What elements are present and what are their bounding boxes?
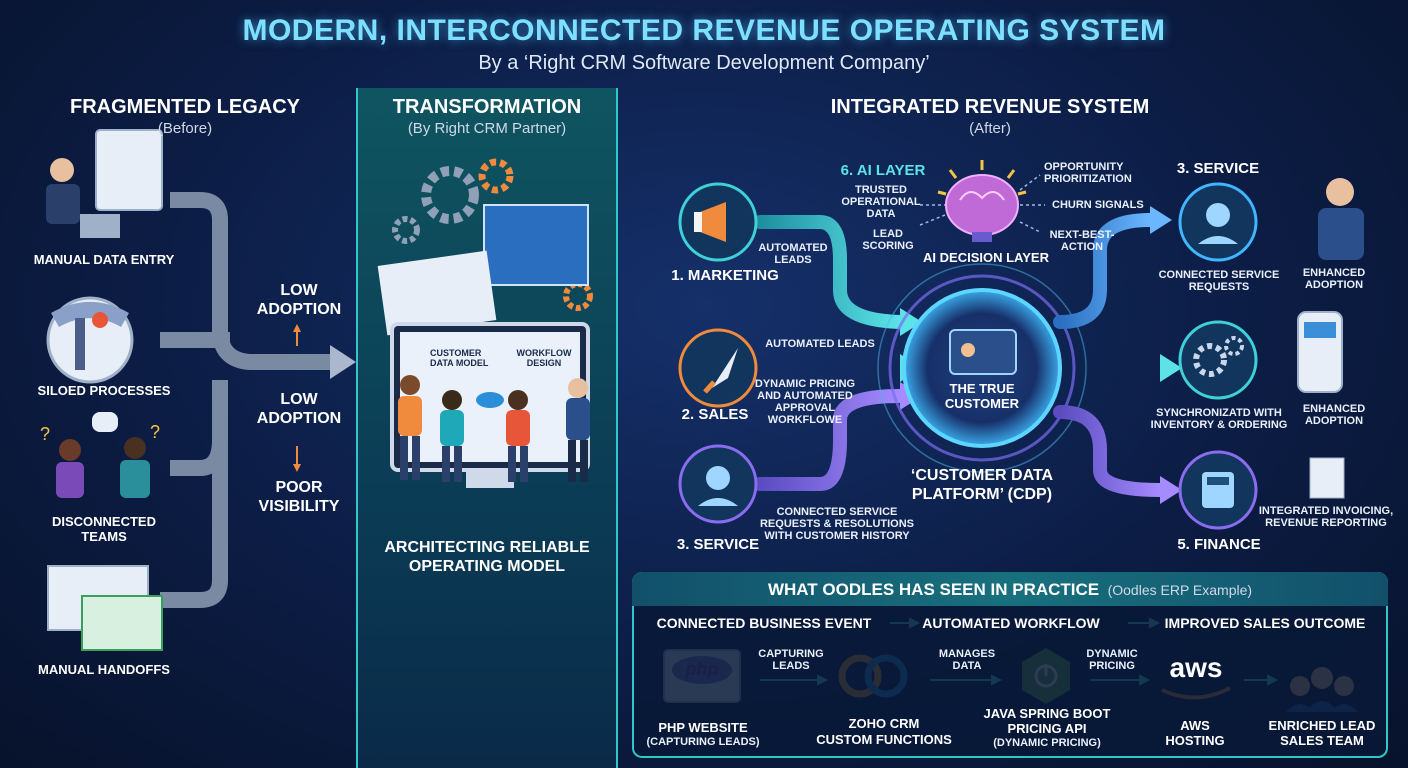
clipboard-icon xyxy=(95,129,163,211)
step-sub: (DYNAMIC PRICING) xyxy=(993,737,1101,749)
rocket-icon xyxy=(712,348,738,388)
gear-icon xyxy=(421,166,479,224)
transformation-subtitle: (By Right CRM Partner) xyxy=(407,120,567,137)
step-sub: HOSTING xyxy=(1165,733,1225,748)
invoice-icon xyxy=(1309,457,1345,499)
legacy-item: MANUAL DATA ENTRY xyxy=(33,252,175,267)
step-label: JAVA SPRING BOOT xyxy=(983,706,1111,721)
sales-circle xyxy=(678,328,758,408)
transformation-caption: ARCHITECTING RELIABLE OPERATING MODEL xyxy=(384,539,590,575)
cdp-label: ‘CUSTOMER DATA PLATFORM’ (CDP) xyxy=(910,467,1054,503)
integrated-subtitle: (After) xyxy=(969,120,1011,137)
input-label-service: 3. SERVICE xyxy=(676,536,760,553)
oodles-title-suffix: (Oodles ERP Example) xyxy=(1107,582,1253,598)
outcome-low-adoption: LOW ADOPTION xyxy=(256,391,342,427)
screen-label: WORKFLOW DESIGN xyxy=(516,348,572,368)
stage-label: IMPROVED SALES OUTCOME xyxy=(1164,615,1366,631)
output-label-finance: 5. FINANCE xyxy=(1177,536,1261,553)
legacy-pipes xyxy=(160,192,330,608)
gear-icon xyxy=(1193,343,1227,377)
team-figures xyxy=(398,375,590,482)
ai-output-label: CHURN SIGNALS xyxy=(1052,199,1144,211)
input-label-sales: 2. SALES xyxy=(681,406,749,423)
ai-layer-label: 6. AI LAYER xyxy=(840,162,926,179)
oodles-title-text: WHAT OODLES HAS SEEN IN PRACTICE xyxy=(767,580,1100,599)
step-sub: CUSTOM FUNCTIONS xyxy=(816,732,952,747)
output-flow: CONNECTED SERVICE REQUESTS xyxy=(1158,269,1280,293)
output-people xyxy=(1297,178,1364,499)
page-title: MODERN, INTERCONNECTED REVENUE OPERATING… xyxy=(242,14,1166,47)
connector-label: CAPTURING LEADS xyxy=(758,648,824,672)
oodles-header xyxy=(632,572,1388,606)
output-label-service: 3. SERVICE xyxy=(1176,160,1260,177)
megaphone-icon xyxy=(700,202,726,242)
connector-label: DYNAMIC PRICING xyxy=(1086,648,1138,672)
svg-text:?: ? xyxy=(150,422,160,442)
screen-label: CUSTOMER DATA MODEL xyxy=(430,348,489,368)
ai-input-label: TRUSTED OPERATIONAL DATA xyxy=(841,184,921,220)
transformation-title: TRANSFORMATION xyxy=(392,96,582,118)
outcome-low-adoption: LOW ADOPTION xyxy=(256,282,342,318)
step-label: PHP WEBSITE xyxy=(658,720,748,735)
aws-logo: aws xyxy=(1169,652,1223,683)
step-sub: PRICING API xyxy=(1007,721,1087,736)
flow-label: CONNECTED SERVICE REQUESTS & RESOLUTIONS… xyxy=(759,506,915,542)
connector-label: MANAGES DATA xyxy=(938,648,996,672)
legacy-title: FRAGMENTED LEGACY xyxy=(70,96,300,118)
ai-output-label: OPPORTUNITY PRIORITIZATION xyxy=(1044,161,1132,185)
legacy-item: SILOED PROCESSES xyxy=(37,383,171,398)
output-flow: SYNCHRONIZATD WITH INVENTORY & ORDERING xyxy=(1150,407,1288,431)
legacy-subtitle: (Before) xyxy=(157,120,213,137)
step-sub: SALES TEAM xyxy=(1280,733,1364,748)
input-label-marketing: 1. MARKETING xyxy=(671,267,779,284)
php-logo: php xyxy=(685,659,719,679)
flow-label: AUTOMATED LEADS xyxy=(758,242,828,266)
outcome-poor-visibility: POOR VISIBILITY xyxy=(258,479,340,515)
stage-label: CONNECTED BUSINESS EVENT xyxy=(656,615,872,631)
ai-input-label: LEAD SCORING xyxy=(862,228,914,252)
svg-text:?: ? xyxy=(40,424,50,444)
legacy-icons: ? ? xyxy=(40,129,163,651)
flow-label: DYNAMIC PRICING AND AUTOMATED APPROVAL W… xyxy=(754,378,856,426)
hub-label: THE TRUE CUSTOMER xyxy=(944,381,1020,411)
flow-label: AUTOMATED LEADS xyxy=(765,338,875,350)
step-label: ENRICHED LEAD xyxy=(1268,718,1376,733)
oodles-title: WHAT OODLES HAS SEEN IN PRACTICE (Oodles… xyxy=(632,580,1388,600)
step-sub: (CAPTURING LEADS) xyxy=(646,736,760,748)
ai-output-label: NEXT-BEST-ACTION xyxy=(1049,229,1115,253)
headset-icon xyxy=(706,466,730,490)
output-result: INTEGRATED INVOICING, REVENUE REPORTING xyxy=(1258,505,1394,529)
ai-brain-icon xyxy=(937,160,1027,242)
integrated-title: INTEGRATED REVENUE SYSTEM xyxy=(830,96,1150,118)
legacy-item: DISCONNECTED TEAMS xyxy=(51,514,156,544)
legacy-arrowhead xyxy=(330,345,356,379)
input-flows xyxy=(753,215,907,491)
ai-decision-layer: AI DECISION LAYER xyxy=(923,250,1049,265)
stage-label: AUTOMATED WORKFLOW xyxy=(922,615,1100,631)
step-label: ZOHO CRM xyxy=(848,716,920,731)
output-flows xyxy=(1053,213,1167,497)
legacy-item: MANUAL HANDOFFS xyxy=(38,662,170,677)
step-label: AWS xyxy=(1180,718,1210,733)
output-result: ENHANCED ADOPTION xyxy=(1302,267,1366,291)
page-subtitle: By a ‘Right CRM Software Development Com… xyxy=(478,52,930,74)
output-result: ENHANCED ADOPTION xyxy=(1302,403,1366,427)
